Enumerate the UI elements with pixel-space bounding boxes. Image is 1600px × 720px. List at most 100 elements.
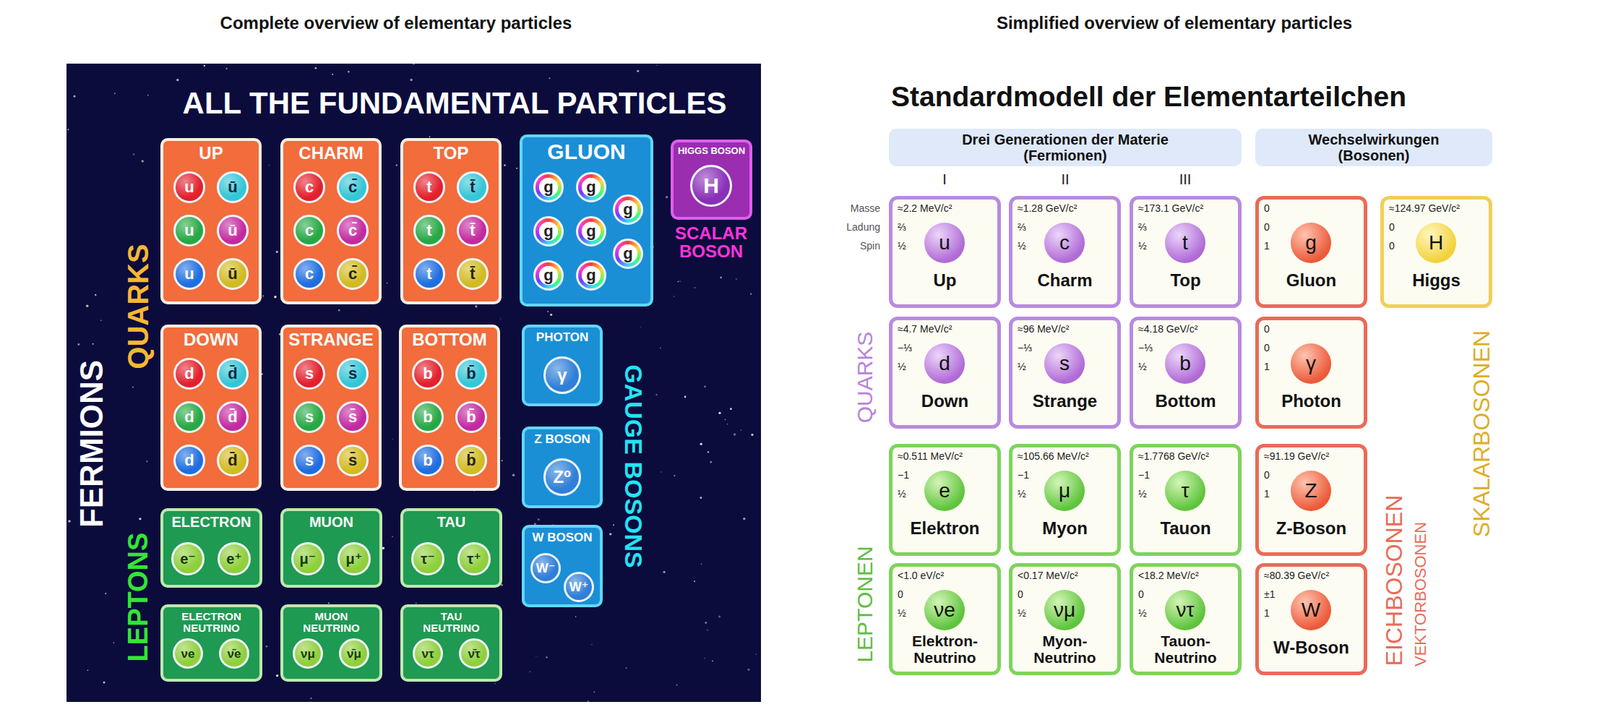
particle-card: ≈2.2 MeV/c²⅔½Upu (888, 195, 1001, 308)
particle-box: MUON NEUTRINOνμν̄μ (280, 604, 383, 682)
star (703, 385, 707, 388)
particle-symbol: b (422, 452, 433, 469)
panel-heading: Complete overview of elementary particle… (70, 14, 722, 32)
charge-value: ⅔ (897, 221, 907, 232)
particle-circle: t (413, 257, 446, 290)
particle-circle: s̄ (336, 401, 369, 433)
mass-value: 0 (1263, 203, 1270, 214)
particle-symbol: s (304, 452, 314, 469)
particle-circle: u (173, 257, 206, 290)
row-label: Spin (800, 240, 881, 251)
row-label: Ladung (800, 221, 881, 232)
particle-circle: s (293, 401, 326, 433)
symbol-circle: H (1415, 222, 1457, 264)
particle-circle: c̄ (336, 214, 369, 247)
star (549, 313, 553, 316)
particle-symbol: ν̄e (227, 647, 242, 660)
particle-symbol: ντ (1175, 599, 1194, 621)
star (512, 473, 516, 477)
particle-symbol: ū (227, 179, 238, 196)
star (347, 70, 350, 73)
star (640, 326, 642, 328)
particle-circle: H (690, 164, 733, 207)
star (315, 67, 318, 70)
symbol-circle: d (924, 343, 965, 384)
particle-symbol: c̄ (348, 222, 358, 239)
star (396, 164, 398, 166)
particle-box: UPuūuūuū (160, 138, 262, 305)
box-label: TOP (433, 144, 470, 162)
band-heading: Wechselwirkungen (Bosonen) (1294, 131, 1454, 164)
particle-symbol: c̄ (348, 179, 358, 196)
star (391, 535, 394, 537)
group-label: QUARKS (854, 331, 876, 424)
category-label: SCALAR BOSON (667, 224, 755, 261)
particle-symbol: Z⁰ (552, 468, 571, 486)
particle-symbol: b̄ (466, 409, 476, 425)
group-label: EICHBOSONEN (1382, 495, 1406, 666)
box-label: Z BOSON (534, 432, 590, 446)
star (636, 70, 639, 73)
star (392, 438, 394, 440)
star (684, 396, 687, 399)
particle-name: Photon (1281, 392, 1342, 410)
star (548, 77, 550, 79)
spin-value: 1 (1263, 240, 1270, 251)
particle-circle: b̄ (455, 357, 488, 390)
particle-card: ≈4.18 GeV/c²−⅓½Bottomb (1129, 316, 1242, 429)
band-heading: Drei Generationen der Materie (Fermionen… (945, 131, 1185, 164)
star (747, 668, 750, 671)
star (261, 372, 264, 375)
star (755, 653, 757, 655)
mass-value: ≈124.97 GeV/c² (1388, 203, 1460, 214)
mass-value: <0.17 MeV/c² (1017, 570, 1079, 581)
particle-name: Myon- Neutrino (1024, 632, 1106, 666)
star (500, 317, 502, 320)
particle-symbol: c (304, 179, 314, 196)
particle-box: MUONμ⁻μ⁺ (280, 508, 383, 588)
particle-symbol: ū (227, 265, 238, 282)
particle-box: Z BOSON Z⁰ (521, 426, 603, 509)
star (625, 667, 628, 669)
box-label: MUON NEUTRINO (294, 610, 370, 634)
particle-symbol: τ (1180, 480, 1189, 501)
particle-symbol: μ (1058, 480, 1071, 501)
particle-circle: g (533, 216, 564, 247)
particle-card: <18.2 MeV/c²0½Tauon- Neutrinoντ (1129, 562, 1242, 675)
particle-circle: ū (216, 214, 249, 247)
particle-symbol: ντ (421, 647, 434, 660)
particle-symbol: H (1428, 232, 1444, 253)
particle-circle: d̄ (216, 357, 249, 390)
particle-circle: μ⁻ (291, 542, 325, 576)
star (750, 293, 752, 295)
category-label: GAUGE BOSONS (621, 364, 647, 568)
particle-circle: t̄ (456, 257, 489, 290)
particle-name: Up (933, 271, 957, 290)
star (733, 432, 736, 436)
star (94, 294, 97, 296)
particle-panel: ALL THE FUNDAMENTAL PARTICLESFERMIONSQUA… (66, 63, 761, 702)
symbol-circle: e (924, 470, 965, 511)
symbol-circle: γ (1290, 343, 1332, 384)
particle-symbol: H (703, 174, 720, 197)
particle-circle: b (411, 401, 444, 433)
particle-circle: c (293, 171, 326, 204)
charge-value: 0 (1138, 588, 1144, 600)
star (724, 419, 726, 420)
particle-box: HIGGS BOSONH (670, 139, 753, 220)
star (92, 343, 94, 345)
particle-symbol: γ (557, 366, 567, 384)
mass-value: ≈105.66 MeV/c² (1017, 450, 1090, 462)
particle-symbol: g (1305, 232, 1317, 253)
particle-box: TAUτ⁻τ⁺ (400, 508, 503, 588)
particle-box: ELECTRONe⁻e⁺ (160, 508, 263, 588)
star (310, 697, 312, 699)
particle-circle: g (575, 171, 607, 203)
mass-value: ≈173.1 GeV/c² (1138, 203, 1204, 214)
star (718, 614, 721, 618)
particle-symbol: u (184, 179, 194, 196)
particle-circle: W⁻ (530, 552, 561, 584)
box-label: ELECTRON NEUTRINO (174, 610, 250, 634)
particle-box: BOTTOMbb̄bb̄bb̄ (398, 324, 501, 491)
